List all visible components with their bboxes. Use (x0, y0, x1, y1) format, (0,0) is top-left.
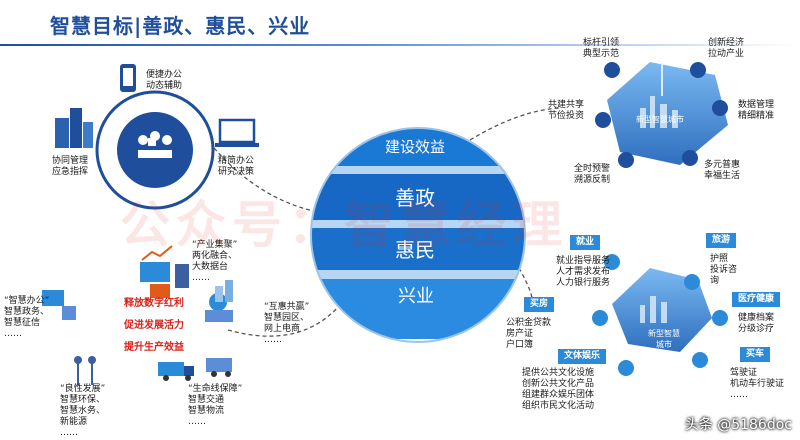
tag-culture: 文体娱乐 (558, 349, 607, 364)
globe-label-bottom: 兴业 (398, 286, 434, 307)
globe-label-mid2: 惠民 (395, 238, 435, 262)
industry-office-text: “智慧办公” 智慧政务、 智慧征信 …… (4, 296, 50, 339)
truck-icon-2 (206, 358, 232, 377)
document-icon (42, 290, 76, 320)
factory-icon (150, 284, 170, 298)
red-text-1: 释放数字红利 (124, 298, 184, 309)
house-icon (592, 310, 608, 326)
car-icon (692, 352, 708, 368)
tag-health: 医疗健康 (732, 292, 781, 307)
tag-car: 买车 (740, 347, 771, 362)
industry-lifeline-text: “生命线保障” 智慧交通 智慧物流 …… (188, 384, 243, 427)
alarm-icon (618, 152, 634, 168)
city-buildings-icon (215, 280, 233, 302)
tag-travel: 旅游 (706, 233, 737, 248)
server-icon (175, 264, 189, 288)
travel-text: 护照 投诉咨 询 (710, 254, 738, 286)
handshake-icon (595, 112, 611, 128)
suitcase-icon (604, 254, 620, 270)
city-top-coinvest: 共建共享 节俭投资 (548, 100, 585, 121)
chart-icon (712, 100, 728, 116)
building-icon (55, 108, 93, 148)
industry-mutual-text: “互惠共赢” 智慧园区、 网上电商 …… (264, 302, 310, 345)
trophy-icon (604, 62, 620, 78)
red-text-3: 提升生产效益 (124, 342, 184, 353)
gov-office-text: 精简办公 研究决策 (218, 156, 255, 177)
city-bottom-center: 新型智慧 城市 (648, 329, 680, 349)
housing-text: 公积金贷款 房产证 户口簿 (506, 318, 552, 350)
gov-mobile-text: 便捷办公 动态辅助 (146, 70, 183, 91)
heartbeat-icon (712, 310, 728, 326)
phone-icon (120, 64, 136, 92)
tag-housing: 买房 (524, 297, 555, 312)
gov-collab-text: 协同管理 应急指挥 (52, 156, 89, 177)
city-top-warning: 全时预警 溯源反制 (574, 164, 611, 185)
plane-icon (684, 274, 700, 290)
city-top-benefit: 多元普惠 幸福生活 (704, 160, 741, 181)
tag-employment: 就业 (570, 235, 601, 250)
page-title: 智慧目标|善政、惠民、兴业 (50, 14, 311, 38)
industry-cluster-icon (140, 245, 173, 282)
title-underline (0, 44, 800, 46)
city-top-model: 标杆引领 典型示范 (583, 38, 620, 59)
red-text-2: 促进发展活力 (124, 320, 184, 331)
city-top-innovate: 创新经济 拉动产业 (708, 38, 745, 59)
culture-text: 提供公共文化设施 创新公共文化产品 组建群众娱乐团体 组织市民文化活动 (522, 368, 595, 411)
employment-text: 就业指导服务 人才需求发布 人力银行服务 (556, 256, 611, 288)
globe-label-mid1: 善政 (395, 186, 435, 210)
car-text: 驾驶证 机动车行驶证 …… (730, 368, 785, 400)
globe-label-top: 建设效益 (385, 138, 446, 156)
truck-icon (158, 362, 194, 381)
health-text: 健康档案 分级诊疗 (738, 313, 775, 334)
people-icon (682, 150, 698, 166)
wind-turbine-icon (74, 356, 96, 385)
money-bag-icon (690, 62, 706, 78)
watermark: 公众号：智慧经理 (120, 196, 568, 254)
footer-credit: 头条 @5186doc (684, 417, 792, 433)
industry-green-text: “良性发展” 智慧环保、 智慧水务、 新能源 …… (60, 384, 106, 438)
city-top-datamgmt: 数据管理 精细精准 (738, 100, 775, 121)
city-top-center: 新型智慧城市 (636, 115, 684, 124)
laptop-icon (215, 118, 259, 147)
city-hexagon-top (607, 62, 728, 165)
industry-cluster-text: “产业集聚” 两化融合、 大数据台 …… (192, 240, 238, 283)
music-icon (618, 360, 634, 376)
